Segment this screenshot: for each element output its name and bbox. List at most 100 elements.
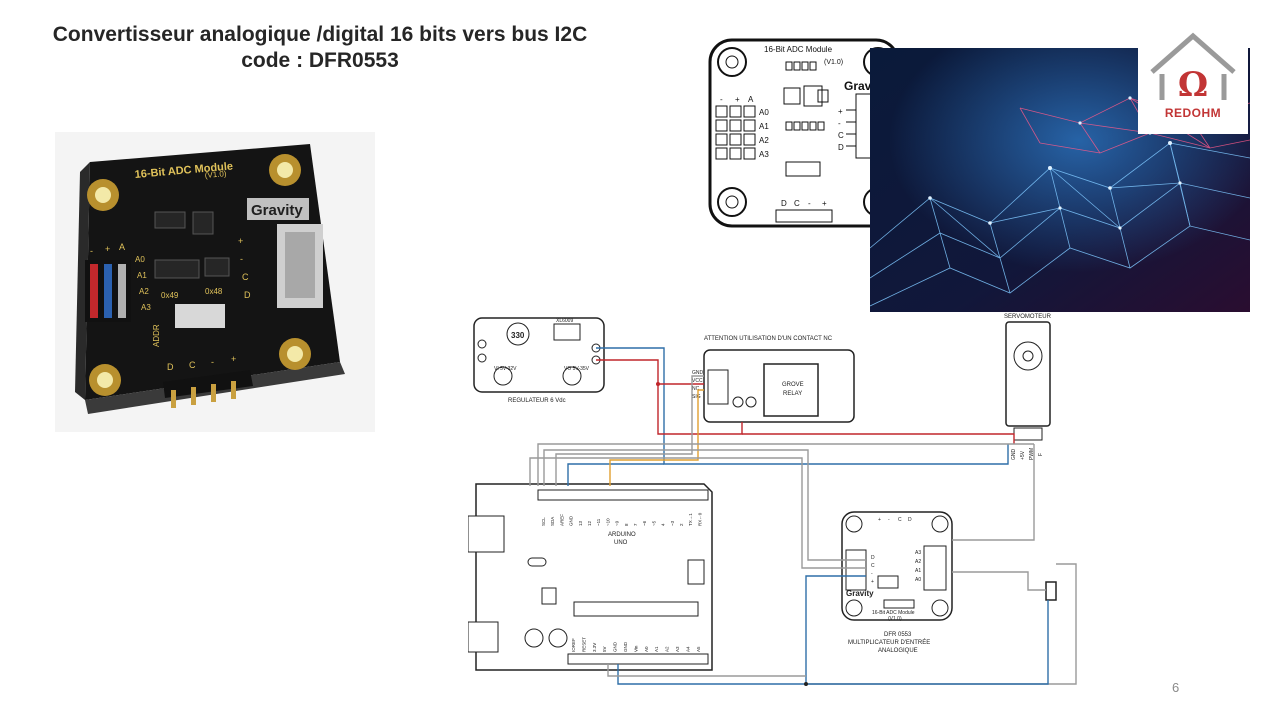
relay-label-grove: GROVE <box>782 382 804 388</box>
grove-relay-board: GROVE RELAY <box>703 349 855 423</box>
arduino-bottom-pin-label: IOREF <box>571 638 576 652</box>
servo-pin-gnd: GND <box>1011 449 1017 461</box>
arduino-top-pin-label: ~9 <box>615 520 620 526</box>
adc-brand: Gravity <box>846 589 874 598</box>
title-line-1: Convertisseur analogique /digital 16 bit… <box>52 23 588 46</box>
drawing-pin-a3: A3 <box>759 150 769 159</box>
adc-label-3: ANALOGIQUE <box>878 648 918 654</box>
arduino-top-pin-label: ~5 <box>651 520 656 526</box>
adc-top-plus: + <box>878 517 881 523</box>
adc-label-1: DFR 0553 <box>884 632 912 638</box>
wiring-diagram: 330 XL6009 VI 5V-32V VO 5V-35V REGULATEU… <box>468 314 1077 686</box>
redohm-logo: Ω REDOHM <box>1138 28 1248 134</box>
drawing-right-d: D <box>838 143 844 152</box>
adc-top-d: D <box>908 517 912 523</box>
logo-text: REDOHM <box>1164 106 1222 120</box>
photo-bottom-d: D <box>167 362 174 372</box>
photo-version: (V1.0) <box>204 169 227 180</box>
arduino-top-pin-label: 4 <box>661 523 666 526</box>
regulator-board: 330 XL6009 VI 5V-32V VO 5V-35V <box>473 317 605 393</box>
logo-omega: Ω <box>1178 65 1208 105</box>
photo-pin-a3: A3 <box>141 303 151 312</box>
house-omega-icon: Ω <box>1150 32 1236 105</box>
page-number: 6 <box>1172 680 1180 695</box>
photo-right-c: C <box>242 272 249 282</box>
arduino-bottom-pin-label: 3.3V <box>592 643 597 652</box>
adc-right-a2: A2 <box>915 559 921 565</box>
regulator-label: REGULATEUR 6 Vdc <box>508 398 566 404</box>
photo-pin-minus: - <box>90 246 93 256</box>
drawing-bottom-minus: - <box>808 199 811 208</box>
arduino-top-pin-label: RX←0 <box>697 512 702 526</box>
arduino-top-pin-label: ~10 <box>605 518 610 526</box>
adc-left-plus: + <box>871 579 874 585</box>
potentiometer <box>1045 581 1057 601</box>
arduino-top-pin-label: SDA <box>550 517 555 526</box>
adc-module-name: 16-Bit ADC Module <box>872 610 915 616</box>
adc-right-a1: A1 <box>915 568 921 574</box>
adc-version: (V1.0) <box>888 616 902 622</box>
adc-left-c: C <box>871 563 875 569</box>
slide-title: Convertisseur analogique /digital 16 bit… <box>0 22 640 74</box>
arduino-top-pin-label: ~6 <box>642 520 647 526</box>
arduino-top-pin-label: ~3 <box>670 520 675 526</box>
relay-warning: ATTENTION UTILISATION D'UN CONTACT NC <box>704 336 833 342</box>
photo-bottom-minus: - <box>211 357 214 367</box>
drawing-header-plus: + <box>735 95 740 104</box>
adc-left-d: D <box>871 555 875 561</box>
relay-pin-nc: NC <box>692 386 700 392</box>
drawing-bottom-c: C <box>794 199 800 208</box>
relay-label-relay: RELAY <box>783 391 802 397</box>
adc-module-schematic <box>841 511 953 621</box>
photo-pin-a2: A2 <box>139 287 149 296</box>
drawing-right-minus: - <box>838 119 841 128</box>
regulator-out-label: VO 5V-35V <box>564 366 590 372</box>
photo-pin-a: A <box>119 242 125 252</box>
photo-bottom-plus: + <box>231 354 236 364</box>
adc-module-photo: 16-Bit ADC Module (V1.0) Gravity - + A A… <box>55 132 375 432</box>
photo-right-minus: - <box>240 254 243 264</box>
servo-label: SERVOMOTEUR <box>1004 314 1052 320</box>
arduino-bottom-pin-label: A4 <box>685 646 690 652</box>
arduino-top-pin-label: TX→1 <box>688 513 693 526</box>
photo-bottom-c: C <box>189 360 196 370</box>
adc-top-c: C <box>898 517 902 523</box>
photo-pin-a1: A1 <box>137 271 147 280</box>
arduino-bottom-pin-label: Vin <box>633 645 638 652</box>
drawing-pin-a0: A0 <box>759 108 769 117</box>
adc-left-minus: - <box>871 571 873 577</box>
arduino-top-pin-label: ~11 <box>596 518 601 526</box>
drawing-module-name: 16-Bit ADC Module <box>764 45 833 54</box>
drawing-right-c: C <box>838 131 844 140</box>
relay-pin-sig: SIG <box>692 394 701 400</box>
drawing-pin-a1: A1 <box>759 122 769 131</box>
arduino-bottom-pin-label: GND <box>613 641 618 652</box>
drawing-bottom-plus: + <box>822 199 827 208</box>
drawing-right-plus: + <box>838 107 843 116</box>
arduino-bottom-pin-label: GND <box>623 641 628 652</box>
relay-pin-gnd: GND <box>692 370 704 376</box>
drawing-header-minus: - <box>720 95 723 104</box>
title-line-2: code : DFR0553 <box>241 49 399 72</box>
adc-right-a0: A0 <box>915 577 921 583</box>
photo-right-plus: + <box>238 236 243 246</box>
photo-left-header <box>85 260 131 322</box>
servo-pin-pwm: PWM <box>1029 448 1035 460</box>
regulator-chip-label: XL6009 <box>556 318 573 324</box>
arduino-top-pin-label: 2 <box>679 523 684 526</box>
arduino-bottom-pin-label: A0 <box>644 646 649 652</box>
arduino-bottom-pin-label: A5 <box>696 646 701 652</box>
arduino-label-uno: UNO <box>614 540 628 546</box>
relay-pin-vcc: VCC <box>692 378 703 384</box>
adc-top-minus: - <box>888 517 890 523</box>
photo-addr-label: ADDR <box>152 324 161 347</box>
drawing-bottom-d: D <box>781 199 787 208</box>
adc-label-2: MULTIPLICATEUR D'ENTRÉE <box>848 639 930 646</box>
photo-pin-plus: + <box>105 244 110 254</box>
drawing-pin-a2: A2 <box>759 136 769 145</box>
arduino-top-pin-label: AREF <box>559 514 564 526</box>
arduino-top-pin-label: 12 <box>587 520 592 526</box>
arduino-bottom-pin-label: A2 <box>665 646 670 652</box>
